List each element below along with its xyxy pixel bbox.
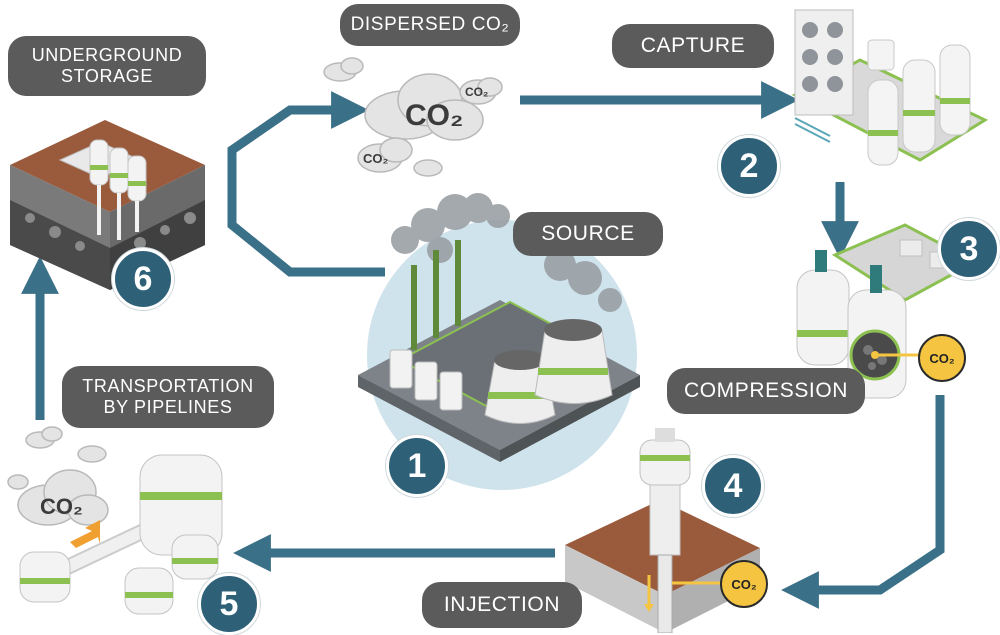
transportation-pipeline-illustration: CO₂ <box>7 426 223 615</box>
capture-label: CAPTURE <box>612 24 774 68</box>
underground-storage-label: UNDERGROUND STORAGE <box>8 36 206 96</box>
source-power-plant-illustration <box>358 193 640 490</box>
small-cloud-co2-text-2: CO₂ <box>363 151 389 166</box>
injection-label: INJECTION <box>422 582 582 628</box>
transport-cloud-co2-text: CO₂ <box>40 494 83 519</box>
injection-co2-badge: CO₂ <box>720 560 768 608</box>
step-4-badge: 4 <box>702 455 764 517</box>
underground-storage-illustration <box>10 120 205 290</box>
small-cloud-co2-text: CO₂ <box>465 85 488 99</box>
step-3-badge: 3 <box>938 218 1000 280</box>
arrow-source-to-dispersed <box>227 91 385 277</box>
injection-well-illustration <box>565 428 760 633</box>
compression-label: COMPRESSION <box>667 368 865 414</box>
big-cloud-co2-text: CO₂ <box>405 99 463 132</box>
step-5-badge: 5 <box>198 573 260 635</box>
flow-arrows <box>21 81 945 609</box>
step-2-badge: 2 <box>718 135 780 197</box>
step-1-badge: 1 <box>386 435 448 497</box>
step-6-badge: 6 <box>112 248 174 310</box>
arrow-compression-to-injection <box>781 395 945 609</box>
source-label: SOURCE <box>513 212 663 256</box>
dispersed-co2-clouds: CO₂ CO₂ CO₂ <box>323 57 503 177</box>
compression-co2-badge: CO₂ <box>918 334 966 382</box>
transportation-label: TRANSPORTATION BY PIPELINES <box>62 366 274 428</box>
dispersed-co2-label: DISPERSED CO₂ <box>340 4 520 46</box>
capture-facility-illustration <box>791 9 989 166</box>
